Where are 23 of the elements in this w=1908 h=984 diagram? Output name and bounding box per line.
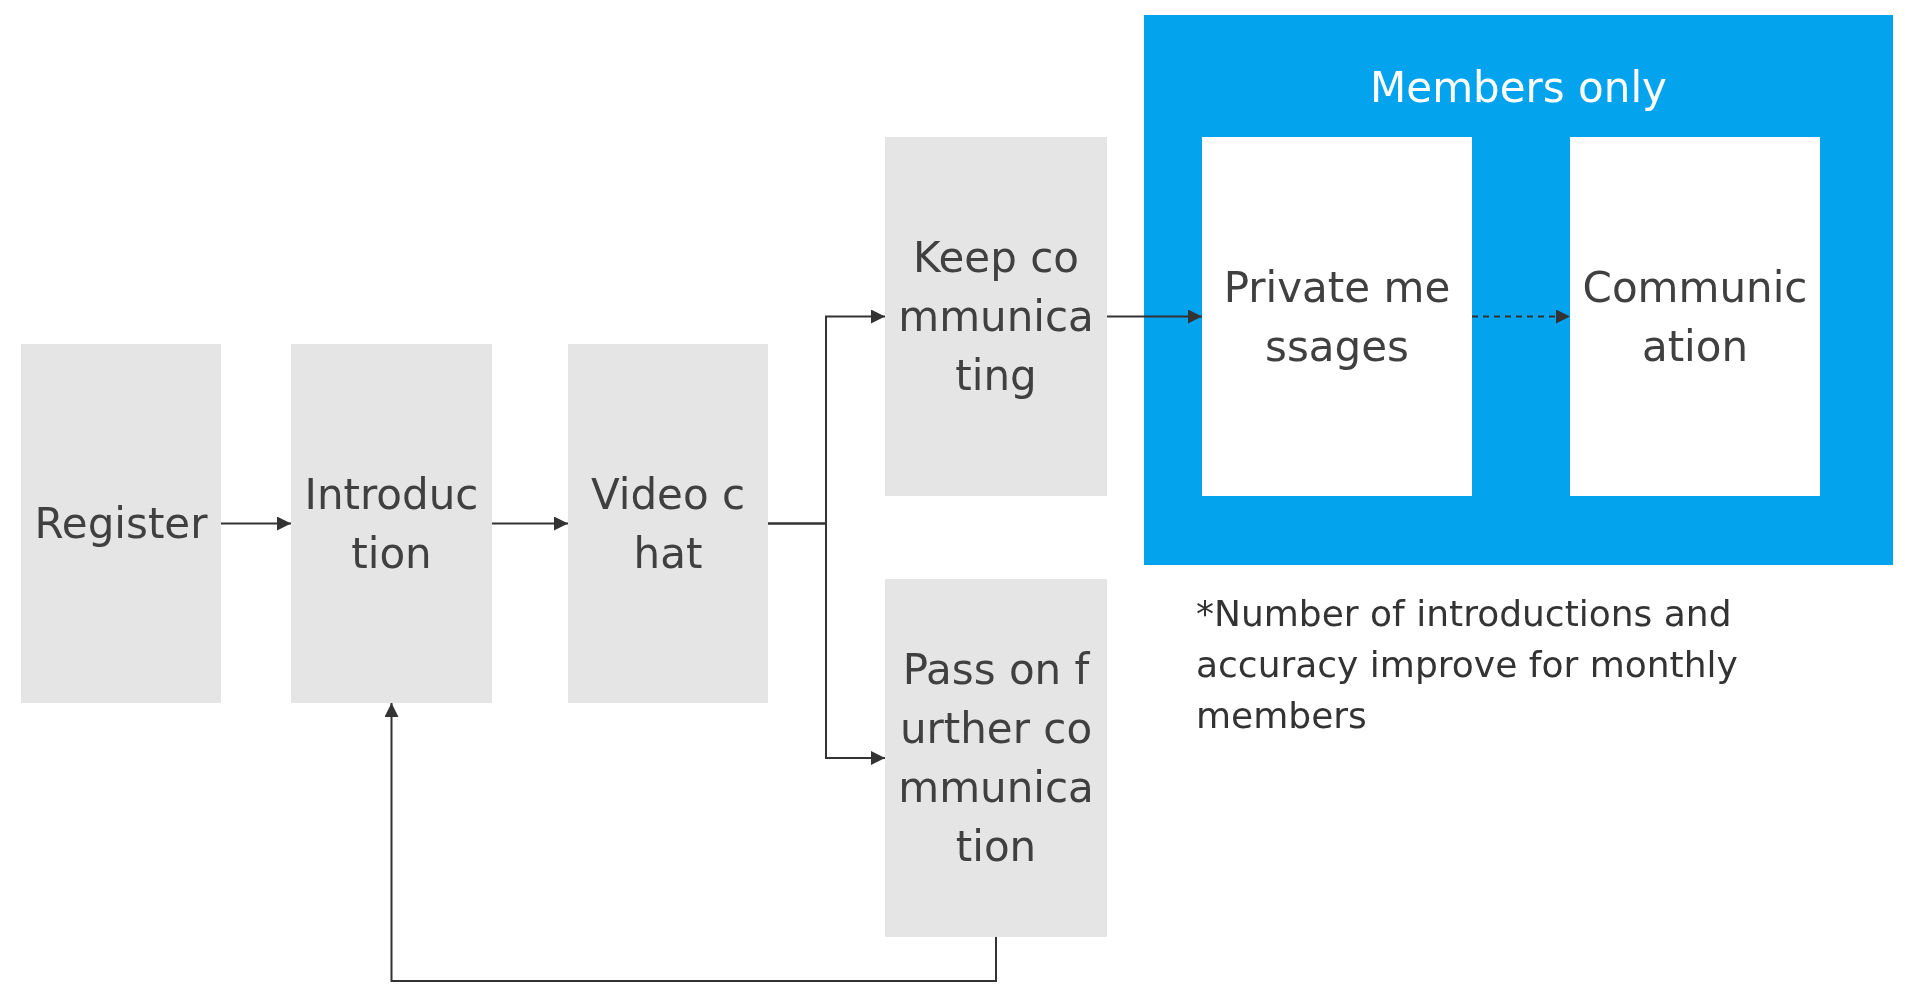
box-label: Pass on further communication — [897, 644, 1095, 873]
arrow — [1471, 309, 1571, 324]
group-panel — [1144, 15, 1893, 565]
box-label: Communication — [1582, 261, 1808, 373]
arrow — [1106, 309, 1203, 324]
box-label: Keep communicating — [897, 232, 1095, 402]
process-box — [885, 137, 1107, 496]
box-label: Register — [34, 498, 208, 550]
arrow — [767, 522, 886, 765]
process-box — [21, 344, 221, 703]
process-box — [885, 579, 1107, 937]
arrow — [491, 516, 569, 531]
footnote-text: *Number of introductions and accuracy improve for monthly members — [1196, 592, 1739, 738]
process-box — [1570, 137, 1820, 496]
arrow — [220, 516, 292, 531]
arrow — [384, 702, 997, 982]
process-box — [1202, 137, 1472, 496]
box-label: Private messages — [1222, 261, 1452, 373]
process-box — [568, 344, 768, 703]
group-title: Members only — [1369, 62, 1668, 114]
box-label: Introduction — [303, 468, 480, 580]
process-box — [291, 344, 492, 703]
box-label: Video chat — [589, 468, 747, 580]
